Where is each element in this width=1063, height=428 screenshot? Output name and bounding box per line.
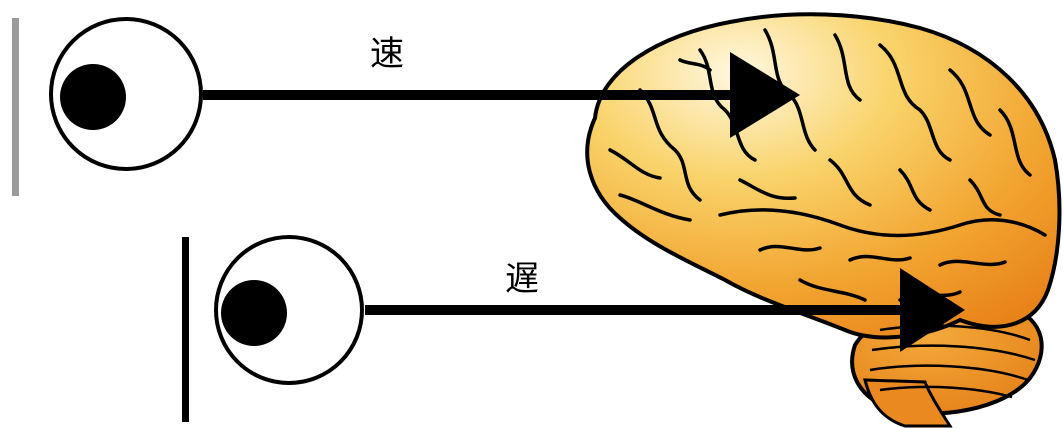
upper-screen-bar — [12, 18, 19, 196]
brain-illustration — [585, 12, 1062, 428]
eye-icon — [214, 235, 364, 385]
fast-label: 速 — [370, 34, 404, 74]
fast-arrowhead — [730, 52, 800, 138]
slow-pathway: 遅 — [182, 235, 965, 422]
brain-folds — [608, 28, 1047, 302]
lower-screen-bar — [182, 237, 189, 422]
slow-arrowhead — [900, 268, 965, 352]
eye-icon — [49, 17, 203, 171]
brain-stem — [863, 378, 953, 428]
cerebellum-folds — [869, 324, 1036, 399]
slow-label: 遅 — [505, 259, 539, 299]
fast-pathway: 速 — [12, 17, 800, 196]
